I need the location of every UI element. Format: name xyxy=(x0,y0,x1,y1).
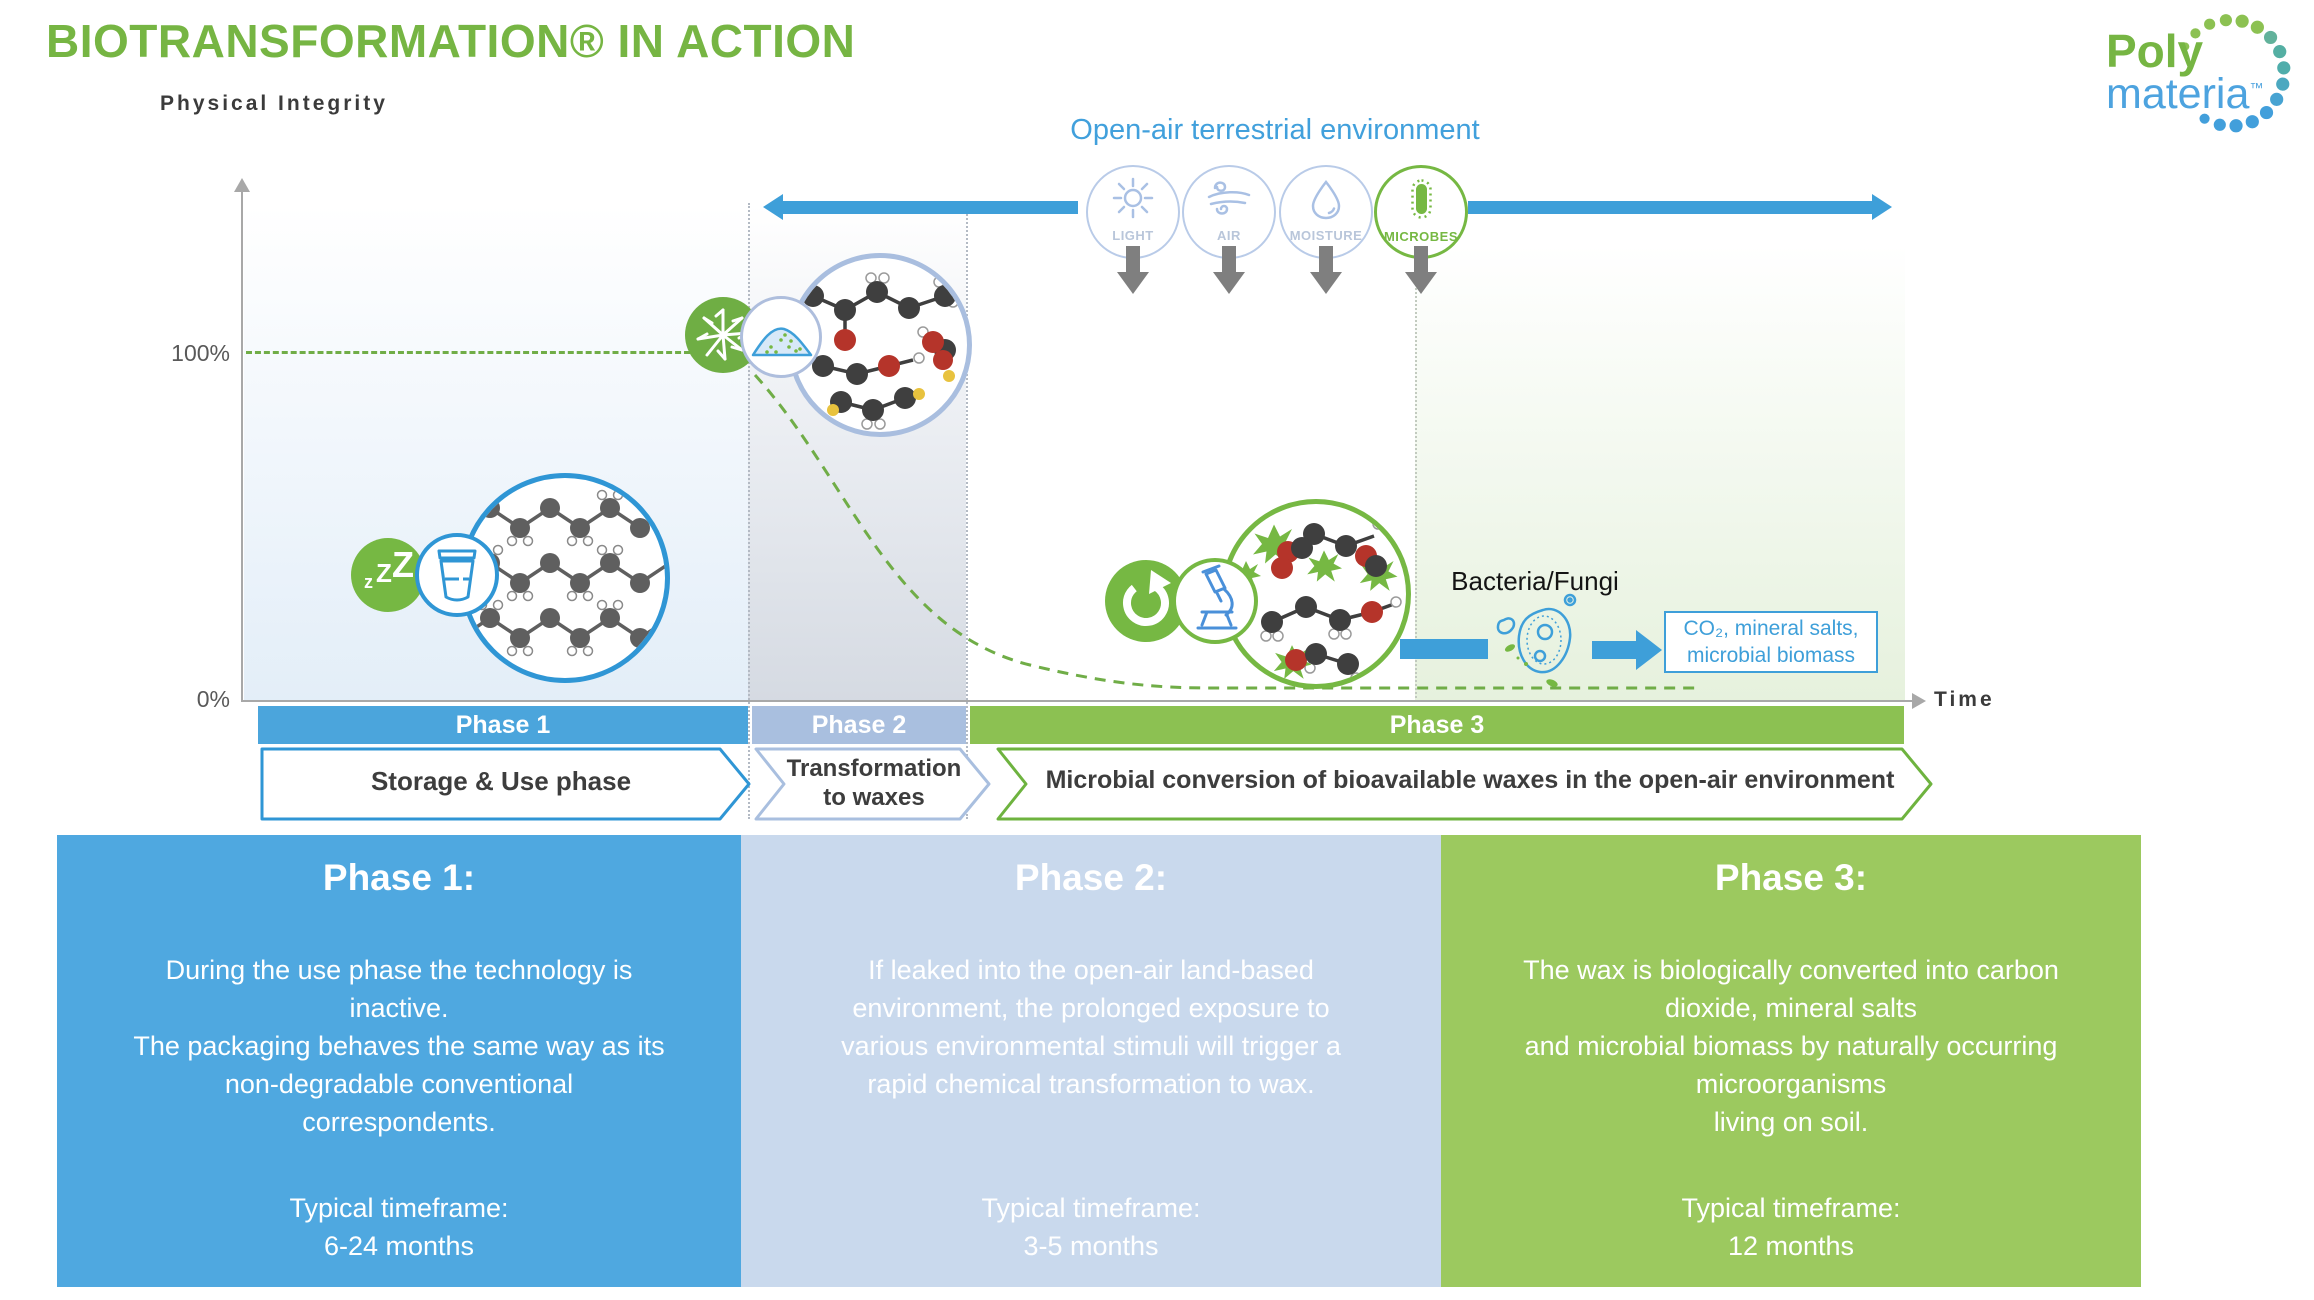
transformation-label: Transformation to waxes xyxy=(786,755,962,811)
phase3-panel: Phase 3: The wax is biologically convert… xyxy=(1441,835,2141,1287)
y-axis-arrowhead-icon xyxy=(234,178,250,192)
down-arrow-icon xyxy=(1126,246,1140,272)
down-arrow-icon xyxy=(1117,272,1149,294)
down-arrow-icon xyxy=(1405,272,1437,294)
microbe-icon xyxy=(1411,179,1432,219)
storage-use-chevron xyxy=(260,747,751,821)
phase1-panel: Phase 1: During the use phase the techno… xyxy=(57,835,741,1287)
phase3-panel-title: Phase 3: xyxy=(1714,857,1868,898)
phase2-bar-label: Phase 2 xyxy=(811,710,907,739)
phase1-timeframe-label: Typical timeframe: xyxy=(289,1193,509,1223)
phase1-panel-body: During the use phase the technology is i… xyxy=(133,955,665,1137)
phase2-bar: Phase 2 xyxy=(752,706,966,744)
conversion-output-box: CO₂, mineral salts, microbial biomass xyxy=(1664,611,1878,673)
phase2-left-divider xyxy=(748,203,750,819)
down-arrow-icon xyxy=(1414,246,1428,272)
biodegrading-molecule-circle xyxy=(1221,499,1411,689)
phase3-timeframe-value: 12 months xyxy=(1727,1231,1855,1261)
x-axis-label: Time xyxy=(1934,688,1995,711)
plastic-cup-icon xyxy=(437,549,477,602)
logo-materia-text: materia™ xyxy=(2106,70,2264,118)
integrity-decline-dashed-curve xyxy=(753,373,1700,690)
y-axis-line xyxy=(241,192,243,702)
phase3-bar: Phase 3 xyxy=(970,706,1904,744)
phase3-bar-label: Phase 3 xyxy=(1389,710,1485,739)
timeline-arrow-left-head-icon xyxy=(763,194,783,220)
timeline-arrow-right-shaft xyxy=(1468,201,1872,214)
phase2-right-divider xyxy=(966,203,968,819)
trademark-symbol: ™ xyxy=(2249,79,2264,96)
phase2-panel: Phase 2: If leaked into the open-air lan… xyxy=(741,835,1441,1287)
down-arrow-icon xyxy=(1213,272,1245,294)
stimulus-light: LIGHT xyxy=(1086,165,1180,259)
dormant-zzz-icon: z Z Z xyxy=(351,538,425,612)
storage-use-label: Storage & Use phase xyxy=(370,766,632,796)
conversion-arrow-head-icon xyxy=(1636,630,1662,670)
microscope-icon xyxy=(1196,564,1238,630)
timeline-arrow-right-head-icon xyxy=(1872,194,1892,220)
transformation-chevron xyxy=(754,747,991,821)
polymateria-logo: Poly materia™ xyxy=(2100,4,2310,149)
stimulus-air-label: AIR xyxy=(1217,228,1241,243)
phase2-panel-title: Phase 2: xyxy=(1014,857,1168,898)
down-arrow-icon xyxy=(1319,246,1333,272)
stimulus-light-label: LIGHT xyxy=(1112,228,1154,243)
microbial-conversion-label: Microbial conversion of bioavailable wax… xyxy=(1045,766,1895,794)
stimulus-microbes: MICROBES xyxy=(1374,165,1468,259)
conversion-arrow-shaft xyxy=(1400,639,1488,659)
stimulus-air: AIR xyxy=(1182,165,1276,259)
phase2-panel-body: If leaked into the open-air land-based e… xyxy=(841,955,1341,1099)
down-arrow-icon xyxy=(1222,246,1236,272)
logo-dots-icon xyxy=(2181,14,2291,133)
logo-poly-text: Poly xyxy=(2106,25,2204,77)
timeline-arrow-left-shaft xyxy=(782,201,1078,214)
phase3-panel-body: The wax is biologically converted into c… xyxy=(1523,955,2059,1137)
microscope-circle xyxy=(1172,558,1258,644)
droplet-icon xyxy=(1311,180,1341,220)
integrity-100-dashed-line xyxy=(246,351,690,354)
phase1-panel-title: Phase 1: xyxy=(322,857,476,898)
wax-pile-icon xyxy=(751,327,813,357)
phase1-bar: Phase 1 xyxy=(258,706,748,744)
conversion-arrow-shaft xyxy=(1592,641,1636,659)
down-arrow-icon xyxy=(1310,272,1342,294)
stimulus-microbes-label: MICROBES xyxy=(1383,229,1459,244)
tick-100-percent: 100% xyxy=(171,340,230,366)
stimulus-moisture: MOISTURE xyxy=(1279,165,1373,259)
wax-pile-circle xyxy=(740,296,822,378)
y-axis-label: Physical Integrity xyxy=(160,92,388,115)
sun-icon xyxy=(1112,177,1154,219)
phase1-bar-label: Phase 1 xyxy=(455,710,551,739)
phase2-timeframe-label: Typical timeframe: xyxy=(981,1193,1201,1223)
page-title: BIOTRANSFORMATION® IN ACTION xyxy=(46,15,856,67)
microbial-conversion-chevron xyxy=(996,747,1933,821)
recycle-arrow-icon xyxy=(1123,570,1171,626)
microbial-cells-icon xyxy=(1496,593,1577,687)
wind-icon xyxy=(1207,181,1251,215)
x-axis-line xyxy=(242,700,1912,702)
x-axis-arrowhead-icon xyxy=(1912,693,1926,709)
phase3-timeframe-label: Typical timeframe: xyxy=(1681,1193,1901,1223)
biodegrading-molecule-icon xyxy=(1232,518,1402,684)
phase3-divider xyxy=(1415,205,1417,702)
bacteria-fungi-label: Bacteria/Fungi xyxy=(1451,566,1619,596)
stimulus-moisture-label: MOISTURE xyxy=(1289,228,1363,243)
environment-label: Open-air terrestrial environment xyxy=(1070,114,1480,146)
tick-0-percent: 0% xyxy=(196,686,230,712)
phase1-timeframe-value: 6-24 months xyxy=(323,1231,475,1261)
phase2-timeframe-value: 3-5 months xyxy=(1023,1231,1159,1261)
plastic-cup-circle xyxy=(415,533,499,617)
